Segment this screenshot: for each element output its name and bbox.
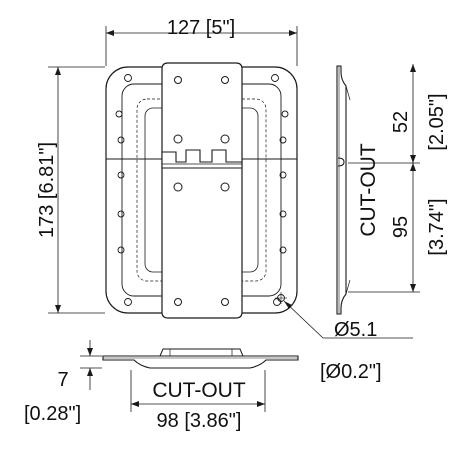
front-view xyxy=(105,62,298,319)
handle-plate xyxy=(161,62,243,319)
flange-holes xyxy=(115,74,289,306)
dimension-arrowheads xyxy=(55,30,416,407)
right-lower-in-label: [3.74"] xyxy=(426,198,448,255)
handle-rivets xyxy=(173,76,230,306)
side-profile xyxy=(336,65,347,315)
bottom-view xyxy=(102,348,299,369)
bottom-profile xyxy=(102,355,299,369)
side-view xyxy=(336,65,351,315)
side-hinge xyxy=(337,157,345,167)
hole-mm-label: Ø5.1 xyxy=(334,319,377,341)
mounting-hole xyxy=(275,292,287,304)
right-lower-mm-label: 95 xyxy=(390,216,412,238)
depth-in-label: [0.28"] xyxy=(24,403,81,425)
depth-mm-label: 7 xyxy=(57,369,68,391)
hinge-knuckles xyxy=(161,149,243,169)
hole-in-label: [Ø0.2"] xyxy=(320,361,382,383)
bottom-width-label: 98 [3.86"] xyxy=(157,410,242,432)
right-upper-in-label: [2.05"] xyxy=(426,93,448,150)
dimension-lines xyxy=(48,26,420,412)
right-upper-mm-label: 52 xyxy=(390,111,412,133)
bottom-cutout-label: CUT-OUT xyxy=(152,379,245,402)
left-height-label: 173 [6.81"] xyxy=(36,142,58,238)
right-cutout-label: CUT-OUT xyxy=(357,143,380,236)
top-width-label: 127 [5"] xyxy=(167,17,235,39)
